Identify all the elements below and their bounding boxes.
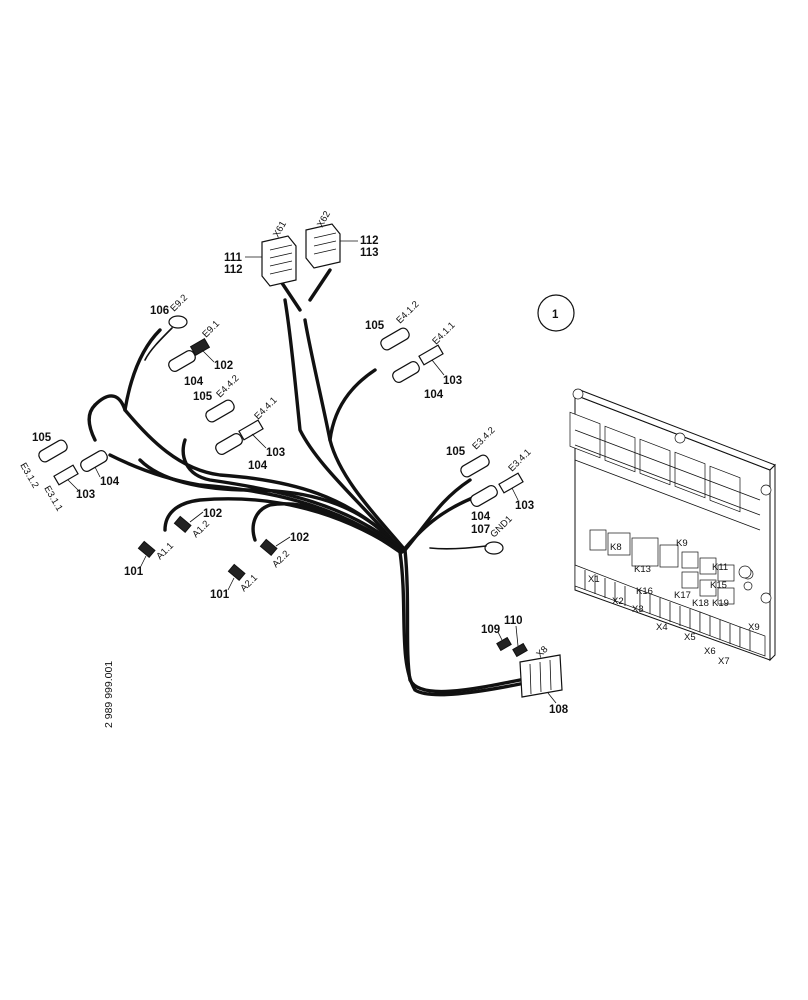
ring-terminal-e92: E9.2 xyxy=(144,293,190,361)
e311-label: E3.1.1 xyxy=(41,484,64,513)
board-x9: X9 xyxy=(748,622,760,633)
board-k11: K11 xyxy=(712,562,728,573)
plug-e341: E3.4.1 xyxy=(498,447,534,494)
callout-103: 103 xyxy=(443,375,462,387)
board-x3: X3 xyxy=(632,604,644,615)
callout-113: 113 xyxy=(360,247,379,259)
callout-105: 105 xyxy=(193,391,213,403)
terminal-a11: A1.1 xyxy=(137,541,176,563)
callout-106: 106 xyxy=(150,305,169,317)
callout-102: 102 xyxy=(290,532,309,544)
sleeve-e9 xyxy=(168,350,196,372)
pin-109 xyxy=(496,636,512,652)
terminal-a22: A2.2 xyxy=(259,538,292,570)
e92-label: E9.2 xyxy=(168,293,190,315)
gnd1-label: GND1 xyxy=(488,514,514,540)
board-x1: X1 xyxy=(588,574,600,585)
callout-111: 111 xyxy=(224,252,243,264)
board-k8: K8 xyxy=(610,542,622,553)
sleeve-e44 xyxy=(215,433,243,455)
callout-107: 107 xyxy=(471,524,490,536)
drawing-number: 2 989 999.001 xyxy=(103,661,115,728)
connector-x8: X8 xyxy=(519,644,563,698)
callout-112: 112 xyxy=(360,235,379,247)
component-area xyxy=(589,529,753,605)
e442-label: E4.4.2 xyxy=(214,373,241,400)
board-k17: K17 xyxy=(674,590,691,601)
e412-label: E4.1.2 xyxy=(394,299,421,326)
e91-label: E9.1 xyxy=(200,319,222,341)
plug-e91: E9.1 xyxy=(189,319,222,357)
callout-104: 104 xyxy=(100,476,120,488)
board-k18: K18 xyxy=(692,598,709,609)
a11-label: A1.1 xyxy=(154,541,176,563)
callout-104: 104 xyxy=(184,376,204,388)
callout-104: 104 xyxy=(471,511,491,523)
board-k13: K13 xyxy=(634,564,651,575)
callout-108: 108 xyxy=(549,704,569,716)
callout-104: 104 xyxy=(248,460,268,472)
a12-label: A1.2 xyxy=(190,519,212,541)
sleeve-e412: E4.1.2 xyxy=(380,299,422,351)
board-k9: K9 xyxy=(676,538,688,549)
figure-index-number: 1 xyxy=(552,309,559,321)
callout-110: 110 xyxy=(504,615,523,627)
connector-x61: X61 xyxy=(261,219,297,287)
board-x2: X2 xyxy=(612,596,624,607)
connector-x62: X62 xyxy=(305,209,341,269)
board-x6: X6 xyxy=(704,646,716,657)
callout-101: 101 xyxy=(210,589,230,601)
figure-index: 1 xyxy=(537,294,575,332)
board-k19: K19 xyxy=(712,598,729,609)
board-x4: X4 xyxy=(656,622,668,633)
board-k16: K16 xyxy=(636,586,653,597)
e411-label: E4.1.1 xyxy=(430,320,457,347)
sleeve-e34 xyxy=(470,485,498,507)
callout-105: 105 xyxy=(32,432,52,444)
sleeve-e31 xyxy=(80,450,108,472)
callout-105: 105 xyxy=(446,446,466,458)
e341-label: E3.4.1 xyxy=(506,447,533,474)
e312-label: E3.1.2 xyxy=(17,461,40,490)
callout-112: 112 xyxy=(224,264,243,276)
callouts: 111 112 112 113 106 102 104 105 103 104 … xyxy=(32,235,569,716)
harness-trunk xyxy=(87,268,522,697)
plug-e311: E3.1.1 xyxy=(41,464,79,513)
callout-102: 102 xyxy=(203,508,222,520)
callout-103: 103 xyxy=(76,489,95,501)
board-k15: K15 xyxy=(710,580,727,591)
callout-104: 104 xyxy=(424,389,444,401)
sleeve-e41 xyxy=(392,361,420,383)
plug-e411: E4.1.1 xyxy=(418,320,458,366)
callout-105: 105 xyxy=(365,320,385,332)
e441-label: E4.4.1 xyxy=(252,395,279,422)
callout-103: 103 xyxy=(266,447,285,459)
plug-e441: E4.4.1 xyxy=(238,395,280,441)
board-x5: X5 xyxy=(684,632,696,643)
connector-strip xyxy=(574,564,766,657)
callout-102: 102 xyxy=(214,360,233,372)
callout-101: 101 xyxy=(124,566,144,578)
callout-109: 109 xyxy=(481,624,500,636)
relay-bank xyxy=(569,411,761,531)
board-x7: X7 xyxy=(718,656,730,667)
callout-103: 103 xyxy=(515,500,534,512)
relay-board: X1 X2 X3 X4 X5 X6 X7 X9 K8 K9 K11 K13 K1… xyxy=(569,388,776,667)
pin-110 xyxy=(512,642,528,658)
e342-label: E3.4.2 xyxy=(470,425,497,452)
